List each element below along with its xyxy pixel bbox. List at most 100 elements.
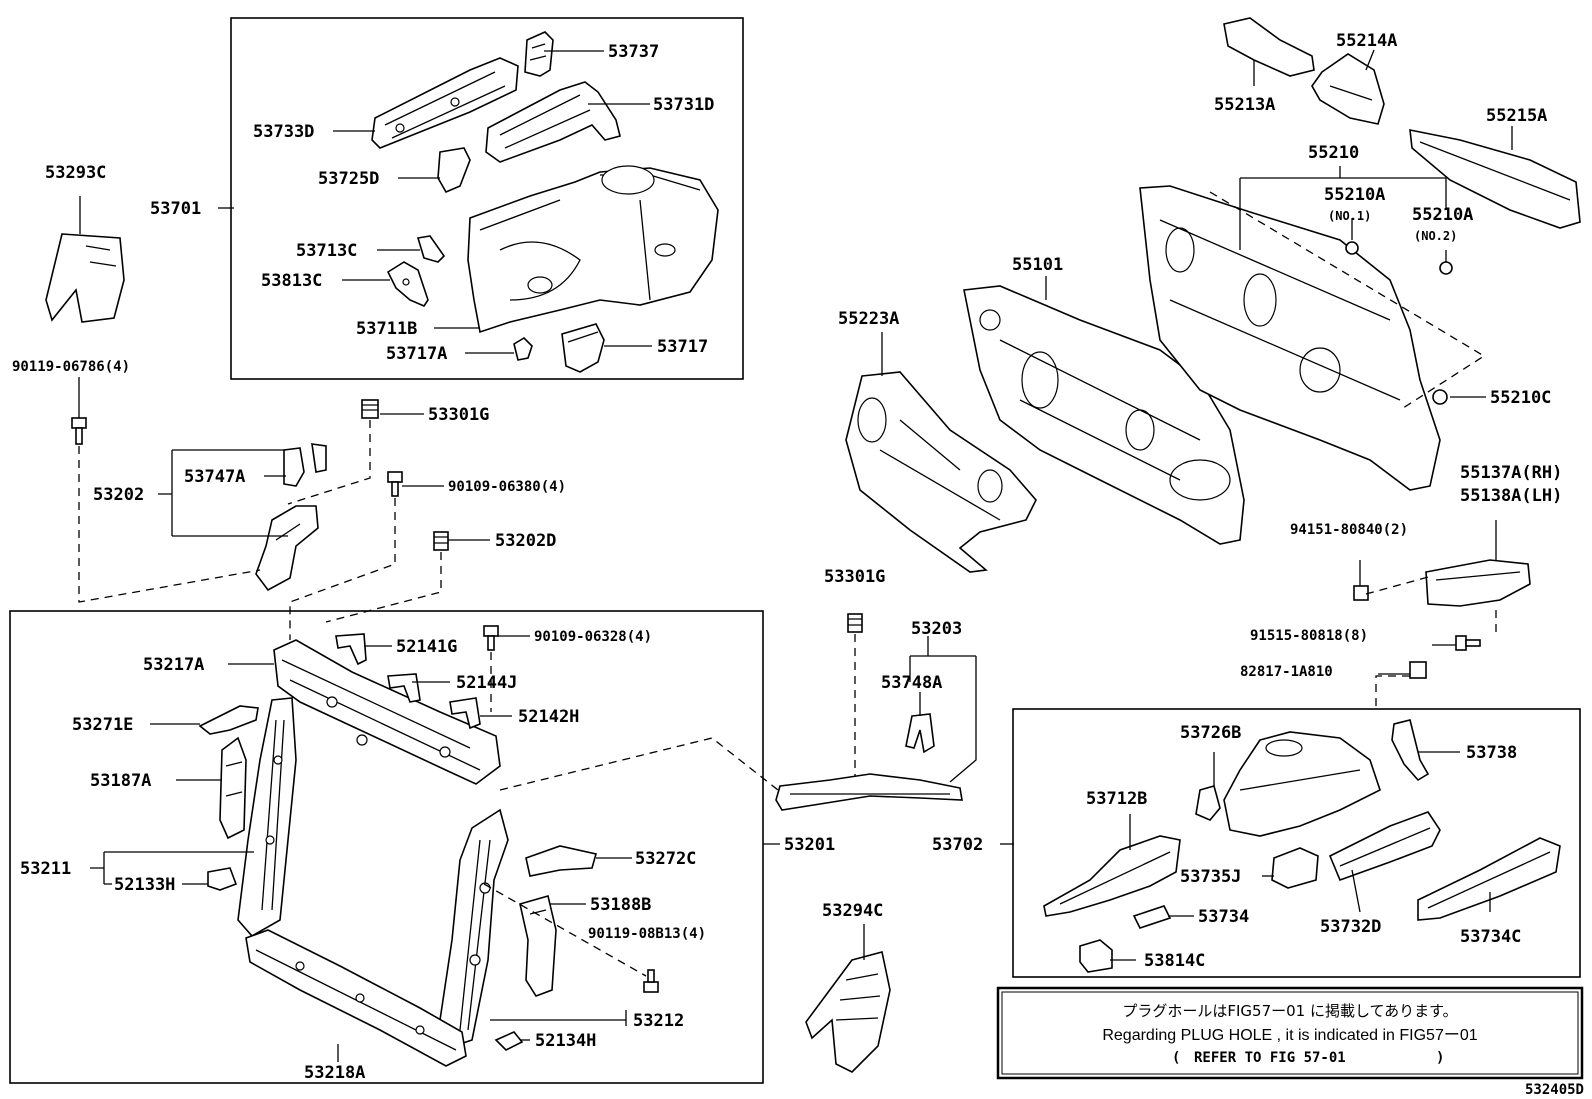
label-53187A[interactable]: 53187A [90,771,151,791]
label-55138A[interactable]: 55138A(LH) [1460,486,1562,506]
label-53218A[interactable]: 53218A [304,1063,365,1083]
label-55101[interactable]: 55101 [1012,255,1063,275]
label-91515-80818[interactable]: 91515-80818(8) [1250,628,1368,644]
part-nut-94151-80840 [1353,585,1369,601]
label-53301G-right[interactable]: 53301G [824,567,885,587]
label-53725D[interactable]: 53725D [318,169,379,189]
label-55214A[interactable]: 55214A [1336,31,1397,51]
part-53711B-apron [467,165,719,334]
label-55223A[interactable]: 55223A [838,309,899,329]
label-53735J[interactable]: 53735J [1180,867,1241,887]
label-90119-08B13[interactable]: 90119-08B13(4) [588,926,706,942]
label-52134H[interactable]: 52134H [535,1031,596,1051]
part-bolt-90119-06786 [71,417,87,445]
label-90119-06786[interactable]: 90119-06786(4) [12,359,130,375]
label-53711B[interactable]: 53711B [356,319,417,339]
label-52142H[interactable]: 52142H [518,707,579,727]
label-55210A-no1-sub[interactable]: (NO.1) [1328,209,1371,223]
label-90109-06380[interactable]: 90109-06380(4) [448,479,566,495]
label-53203[interactable]: 53203 [911,619,962,639]
part-55210-dash-insulator [1139,185,1441,491]
part-53717 [561,323,605,373]
label-53293C[interactable]: 53293C [45,163,106,183]
note-ref-open: ( [1172,1050,1180,1066]
note-box [996,986,1584,1080]
label-53211[interactable]: 53211 [20,859,71,879]
label-53272C[interactable]: 53272C [635,849,696,869]
label-53717[interactable]: 53717 [657,337,708,357]
leader-lines [78,49,1513,1062]
part-bolt-90109-06380 [387,471,403,497]
label-53202[interactable]: 53202 [93,485,144,505]
part-53717A [513,336,533,361]
label-55210A-no1[interactable]: 55210A [1324,185,1385,205]
label-53738[interactable]: 53738 [1466,743,1517,763]
label-55137A[interactable]: 55137A(RH) [1460,463,1562,483]
part-53272C [525,845,598,877]
label-53702[interactable]: 53702 [932,835,983,855]
label-53734C[interactable]: 53734C [1460,927,1521,947]
part-bolt-90119-08B13 [643,969,659,993]
label-53717A[interactable]: 53717A [386,344,447,364]
label-53814C[interactable]: 53814C [1144,951,1205,971]
part-55210C-clip [1432,389,1448,405]
group-box-53201 [9,610,764,1084]
part-53734C [1417,837,1561,921]
label-53726B[interactable]: 53726B [1180,723,1241,743]
part-55210A-no1-clip [1345,241,1359,255]
label-90109-06328[interactable]: 90109-06328(4) [534,629,652,645]
label-52144J[interactable]: 52144J [456,673,517,693]
label-55210A-no2[interactable]: 55210A [1412,205,1473,225]
part-53747A [283,443,327,487]
label-53737[interactable]: 53737 [608,42,659,62]
part-53748A [905,713,935,754]
label-52133H[interactable]: 52133H [114,875,175,895]
part-53733D [371,57,519,149]
label-53701[interactable]: 53701 [150,199,201,219]
part-53725D [437,147,471,194]
label-55210A-no2-sub[interactable]: (NO.2) [1414,229,1457,243]
label-53301G-left[interactable]: 53301G [428,405,489,425]
label-53294C[interactable]: 53294C [822,901,883,921]
label-53202D[interactable]: 53202D [495,531,556,551]
part-53738 [1391,719,1430,782]
part-53734 [1132,905,1172,929]
label-53731D[interactable]: 53731D [653,95,714,115]
label-53747A[interactable]: 53747A [184,467,245,487]
part-53301G-left [361,399,379,419]
label-55210C[interactable]: 55210C [1490,388,1551,408]
label-55213A[interactable]: 55213A [1214,95,1275,115]
label-52141G[interactable]: 52141G [396,637,457,657]
part-53735J [1271,847,1319,889]
part-55214A [1311,53,1385,125]
part-55223A-insulator [845,371,1037,573]
label-94151-80840[interactable]: 94151-80840(2) [1290,522,1408,538]
label-53271E[interactable]: 53271E [72,715,133,735]
label-53732D[interactable]: 53732D [1320,917,1381,937]
part-53202-bracket [255,505,319,592]
label-53217A[interactable]: 53217A [143,655,204,675]
part-53212-side-support [439,808,509,1050]
label-53188B[interactable]: 53188B [590,895,651,915]
plug-hole-note: プラグホールはFIG57ー01 に掲載してあります。 Regarding PLU… [996,986,1584,1080]
label-82817-1A810[interactable]: 82817-1A810 [1240,664,1333,680]
label-53713C[interactable]: 53713C [296,241,357,261]
label-53733D[interactable]: 53733D [253,122,314,142]
part-55137A-bracket [1425,559,1531,607]
label-55210[interactable]: 55210 [1308,143,1359,163]
part-53218A [245,929,467,1067]
part-53294C [805,951,891,1073]
label-53212[interactable]: 53212 [633,1011,684,1031]
part-53712B [1043,835,1181,917]
label-55215A[interactable]: 55215A [1486,106,1547,126]
label-53712B[interactable]: 53712B [1086,789,1147,809]
note-japanese: プラグホールはFIG57ー01 に掲載してあります。 [1122,1002,1457,1020]
label-53748A[interactable]: 53748A [881,673,942,693]
label-53813C[interactable]: 53813C [261,271,322,291]
part-53202D [433,531,449,551]
label-53201[interactable]: 53201 [784,835,835,855]
part-52144J [387,673,421,703]
group-box-53701 [230,17,744,380]
label-53734[interactable]: 53734 [1198,907,1249,927]
